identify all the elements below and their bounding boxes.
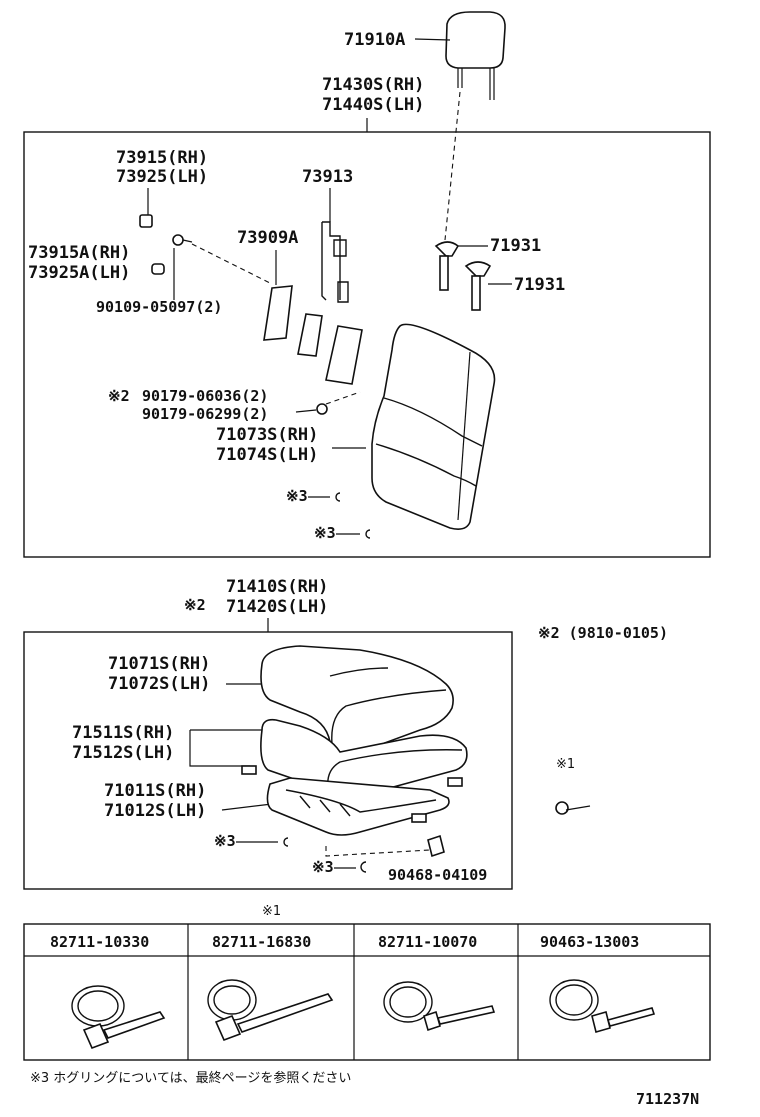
headrest-support-2[interactable] [464, 261, 492, 311]
trim-cover-2[interactable] [325, 325, 363, 385]
label-90179-06036: 90179-06036(2) [142, 387, 268, 405]
trim-cover[interactable] [297, 313, 323, 357]
label-seatback-lh: 71440S(LH) [322, 95, 424, 115]
hog-ring-cushion-b[interactable] [360, 861, 367, 873]
lock-73913[interactable] [321, 221, 349, 303]
label-71931-1: 71931 [490, 236, 541, 256]
label-73915-rh: 73915(RH) [116, 148, 208, 168]
hog-mark-back-b: ※3 [314, 524, 336, 542]
seatback-body[interactable] [371, 323, 496, 530]
label-71512s-lh: 71512S(LH) [72, 743, 174, 763]
label-90109: 90109-05097(2) [96, 298, 222, 316]
headrest[interactable] [445, 11, 506, 100]
label-71074s-lh: 71074S(LH) [216, 445, 318, 465]
label-71011s-rh: 71011S(RH) [104, 781, 206, 801]
label-cushion-rh: 71410S(RH) [226, 577, 328, 597]
label-73915a-rh: 73915A(RH) [28, 243, 130, 263]
label-71931-2: 71931 [514, 275, 565, 295]
note1-mark: ※1 [556, 757, 575, 772]
leader-headrest [414, 38, 451, 41]
label-71073s-rh: 71073S(RH) [216, 425, 318, 445]
leader-nut [295, 409, 317, 413]
period-note: ※2 (9810-0105) [538, 624, 668, 642]
label-headrest: 71910A [344, 30, 405, 50]
seatback-group-box [23, 131, 711, 558]
dash-headrest-support [444, 91, 461, 241]
label-71511s-rh: 71511S(RH) [72, 723, 174, 743]
hog-ring-back-b[interactable] [365, 529, 371, 539]
cushion-group-box [23, 631, 513, 890]
note1-table-mark: ※1 [262, 904, 281, 919]
cushion-frame[interactable] [266, 777, 450, 836]
clamp-label-3: 82711-10070 [378, 933, 477, 951]
label-71012s-lh: 71012S(LH) [104, 801, 206, 821]
clamp-table [23, 923, 711, 1061]
clamp-3[interactable] [383, 981, 496, 1032]
label-90179-06299: 90179-06299(2) [142, 405, 268, 423]
note2-mark-cushion: ※2 [184, 596, 206, 614]
clamp-1[interactable] [71, 985, 166, 1050]
label-71071s-rh: 71071S(RH) [108, 654, 210, 674]
bracket-73909a[interactable] [263, 285, 293, 341]
hog-ring-cushion-a[interactable] [283, 837, 289, 847]
leader-71011s [221, 803, 273, 811]
label-cushion-lh: 71420S(LH) [226, 597, 328, 617]
clip-90468[interactable] [427, 834, 445, 858]
clamp-2[interactable] [207, 979, 334, 1042]
cap-73915a[interactable] [151, 263, 165, 275]
cushion-pad[interactable] [241, 718, 468, 799]
dash-bolt [191, 243, 273, 285]
note2-mark-back: ※2 [108, 387, 130, 405]
leader-71511s [189, 729, 262, 767]
clamp-callout[interactable] [555, 801, 591, 815]
hog-mark-cushion-b: ※3 [312, 858, 334, 876]
hog-ring-back-a[interactable] [335, 492, 341, 502]
footnote: ※3 ホグリングについては、最終ページを参照ください [30, 1070, 351, 1086]
hog-mark-back-a: ※3 [286, 487, 308, 505]
nut-90179[interactable] [316, 403, 328, 415]
cushion-cover[interactable] [260, 645, 454, 756]
hog-mark-cushion-a: ※3 [214, 832, 236, 850]
label-73925-lh: 73925(LH) [116, 167, 208, 187]
clamp-label-2: 82711-16830 [212, 933, 311, 951]
dash-nut [325, 391, 361, 405]
label-seatback-rh: 71430S(RH) [322, 75, 424, 95]
label-73925a-lh: 73925A(LH) [28, 263, 130, 283]
label-73909a: 73909A [237, 228, 298, 248]
clamp-label-4: 90463-13003 [540, 933, 639, 951]
clamp-4[interactable] [549, 979, 656, 1033]
clamp-label-1: 82711-10330 [50, 933, 149, 951]
headrest-support-1[interactable] [434, 241, 460, 291]
dash-clip [325, 846, 431, 857]
label-73913: 73913 [302, 167, 353, 187]
label-90468: 90468-04109 [388, 866, 487, 884]
bolt-90109[interactable] [172, 234, 193, 246]
cover-73915[interactable] [139, 214, 153, 228]
label-71072s-lh: 71072S(LH) [108, 674, 210, 694]
drawing-code: 711237N [636, 1090, 699, 1108]
